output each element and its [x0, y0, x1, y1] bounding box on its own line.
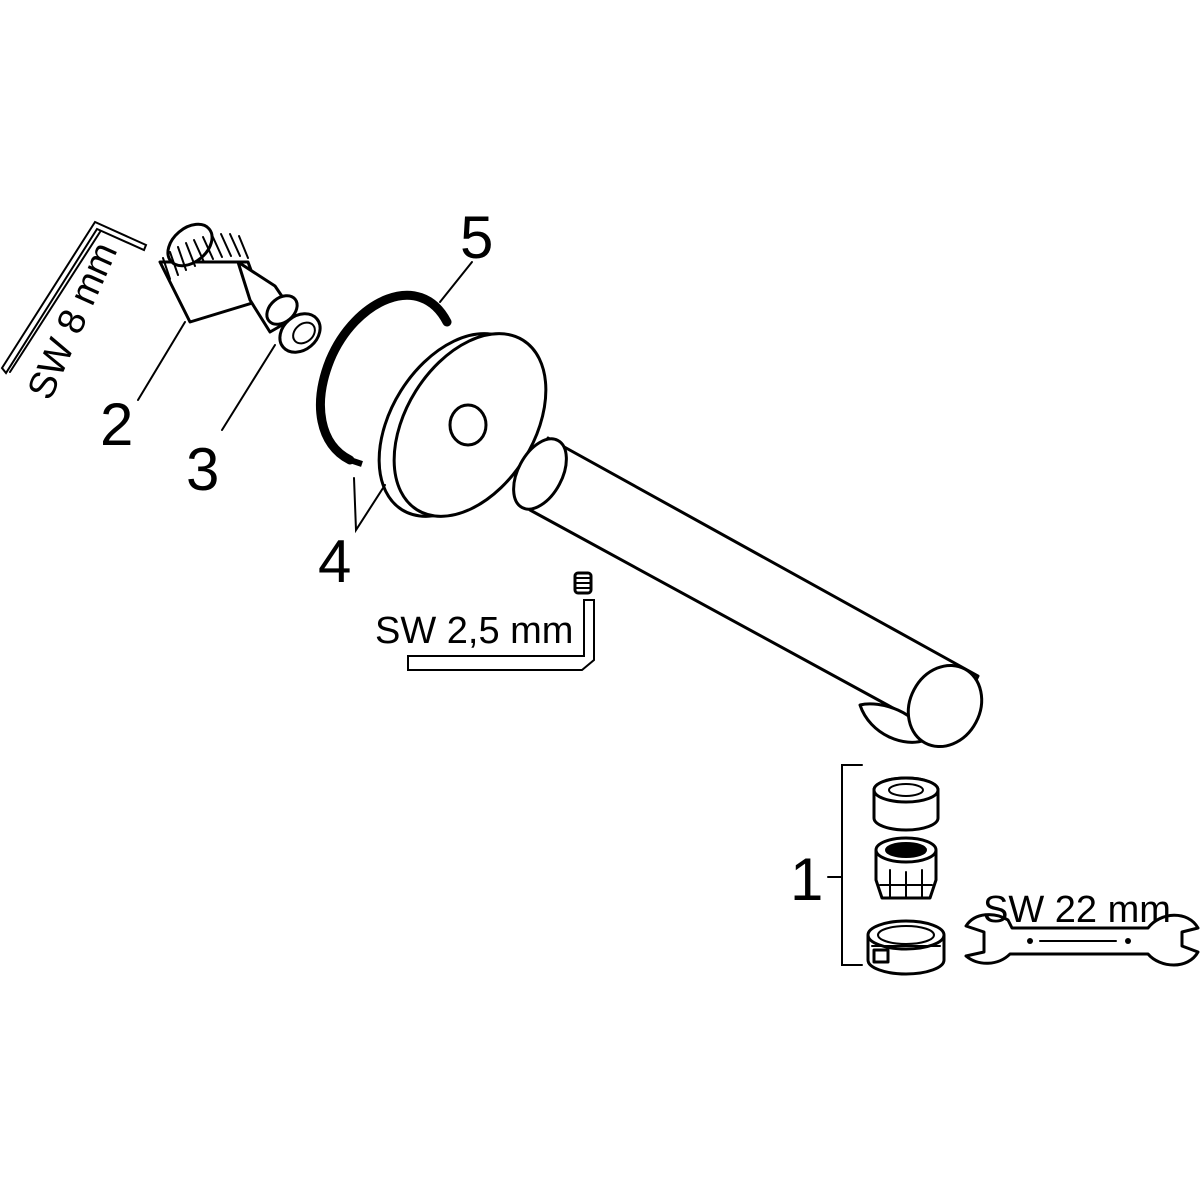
set-screw-icon [573, 571, 593, 595]
wrench-label: SW 22 mm [983, 889, 1171, 931]
callout-4: 4 [318, 528, 351, 595]
washer-icon [872, 776, 940, 832]
spout-icon [512, 436, 984, 749]
leader-line-2 [137, 321, 186, 401]
leader-line-4 [353, 477, 386, 534]
hex-key-small-icon [407, 599, 595, 671]
aerator-icon [874, 836, 938, 900]
callout-3: 3 [186, 436, 219, 503]
callout-5: 5 [460, 204, 493, 271]
threaded-connector-icon [158, 222, 322, 354]
hex-key-large-label: SW 8 mm [20, 236, 126, 405]
seal-ring-icon [316, 290, 452, 467]
wall-rosette-icon [377, 332, 548, 518]
callout-1: 1 [790, 846, 823, 913]
hex-key-large-icon [0, 220, 148, 375]
callout-2: 2 [100, 391, 133, 458]
leader-line-5 [439, 261, 473, 303]
open-end-wrench-icon [964, 913, 1200, 967]
aerator-housing-icon [866, 919, 946, 976]
hex-key-small-label: SW 2,5 mm [375, 610, 573, 652]
leader-line-3 [221, 344, 276, 431]
bracket-1 [841, 764, 863, 966]
